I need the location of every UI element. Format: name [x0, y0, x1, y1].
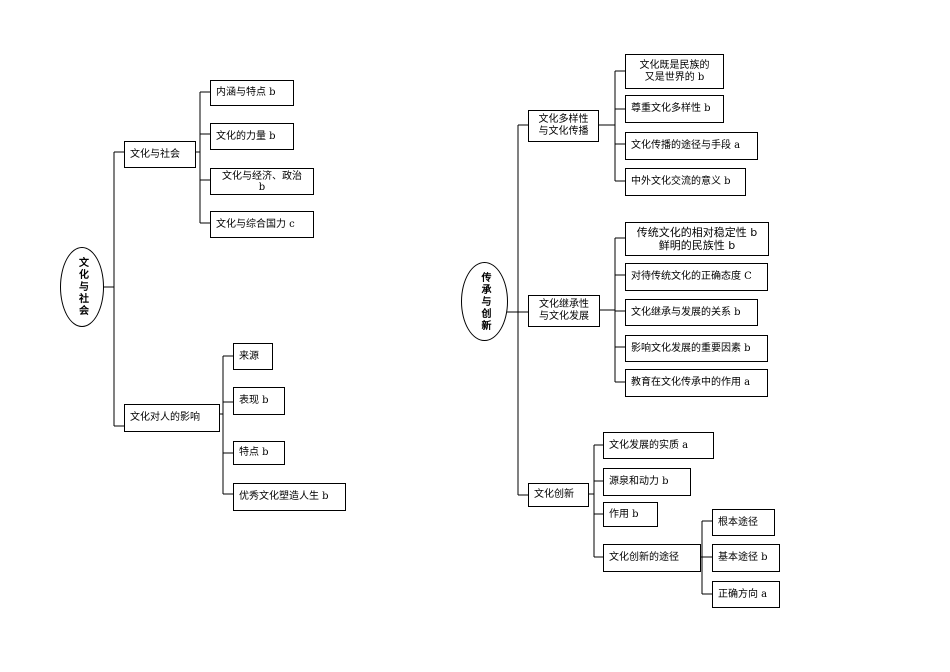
- root-label: 文化与社会: [76, 257, 88, 317]
- leaf-innovation-path: 文化创新的途径: [603, 544, 701, 572]
- leaf-economy-politics: 文化与经济、政治 b: [210, 168, 314, 195]
- leaf-inherit-develop-relation: 文化继承与发展的关系 b: [625, 299, 758, 326]
- leaf-spread-means: 文化传播的途径与手段 a: [625, 132, 758, 160]
- leaf-source: 来源: [233, 343, 273, 370]
- leaf-source-power: 源泉和动力 b: [603, 468, 691, 496]
- root-node-culture-society: 文化与社会: [60, 247, 104, 327]
- leaf-culture-power: 文化的力量 b: [210, 123, 294, 150]
- root-node-inherit-innovate: 传承与创新: [461, 262, 508, 341]
- leaf-expression: 表现 b: [233, 387, 285, 415]
- subleaf-correct-direction: 正确方向 a: [712, 581, 780, 608]
- leaf-feature: 特点 b: [233, 441, 285, 465]
- leaf-respect-diversity: 尊重文化多样性 b: [625, 95, 724, 123]
- branch-culture-influence: 文化对人的影响: [124, 404, 220, 432]
- leaf-correct-attitude: 对待传统文化的正确态度 C: [625, 263, 768, 291]
- branch-inherit-develop: 文化继承性 与文化发展: [528, 295, 600, 327]
- leaf-effect: 作用 b: [603, 502, 658, 527]
- leaf-develop-factors: 影响文化发展的重要因素 b: [625, 335, 768, 362]
- branch-diversity-spread: 文化多样性 与文化传播: [528, 110, 599, 142]
- leaf-shape-life: 优秀文化塑造人生 b: [233, 483, 346, 511]
- leaf-education-role: 教育在文化传承中的作用 a: [625, 369, 768, 397]
- branch-culture-society: 文化与社会: [124, 141, 196, 168]
- subleaf-fundamental-path: 根本途径: [712, 509, 775, 536]
- leaf-develop-essence: 文化发展的实质 a: [603, 432, 714, 459]
- leaf-national-power: 文化与综合国力 c: [210, 211, 314, 238]
- leaf-national-world: 文化既是民族的 又是世界的 b: [625, 54, 724, 89]
- leaf-connotation: 内涵与特点 b: [210, 80, 294, 106]
- subleaf-basic-path: 基本途径 b: [712, 544, 780, 572]
- leaf-exchange-meaning: 中外文化交流的意义 b: [625, 168, 746, 196]
- leaf-stability-ethnicity: 传统文化的相对稳定性 b 鲜明的民族性 b: [625, 222, 769, 256]
- root-label: 传承与创新: [479, 271, 490, 332]
- branch-culture-innovation: 文化创新: [528, 483, 589, 507]
